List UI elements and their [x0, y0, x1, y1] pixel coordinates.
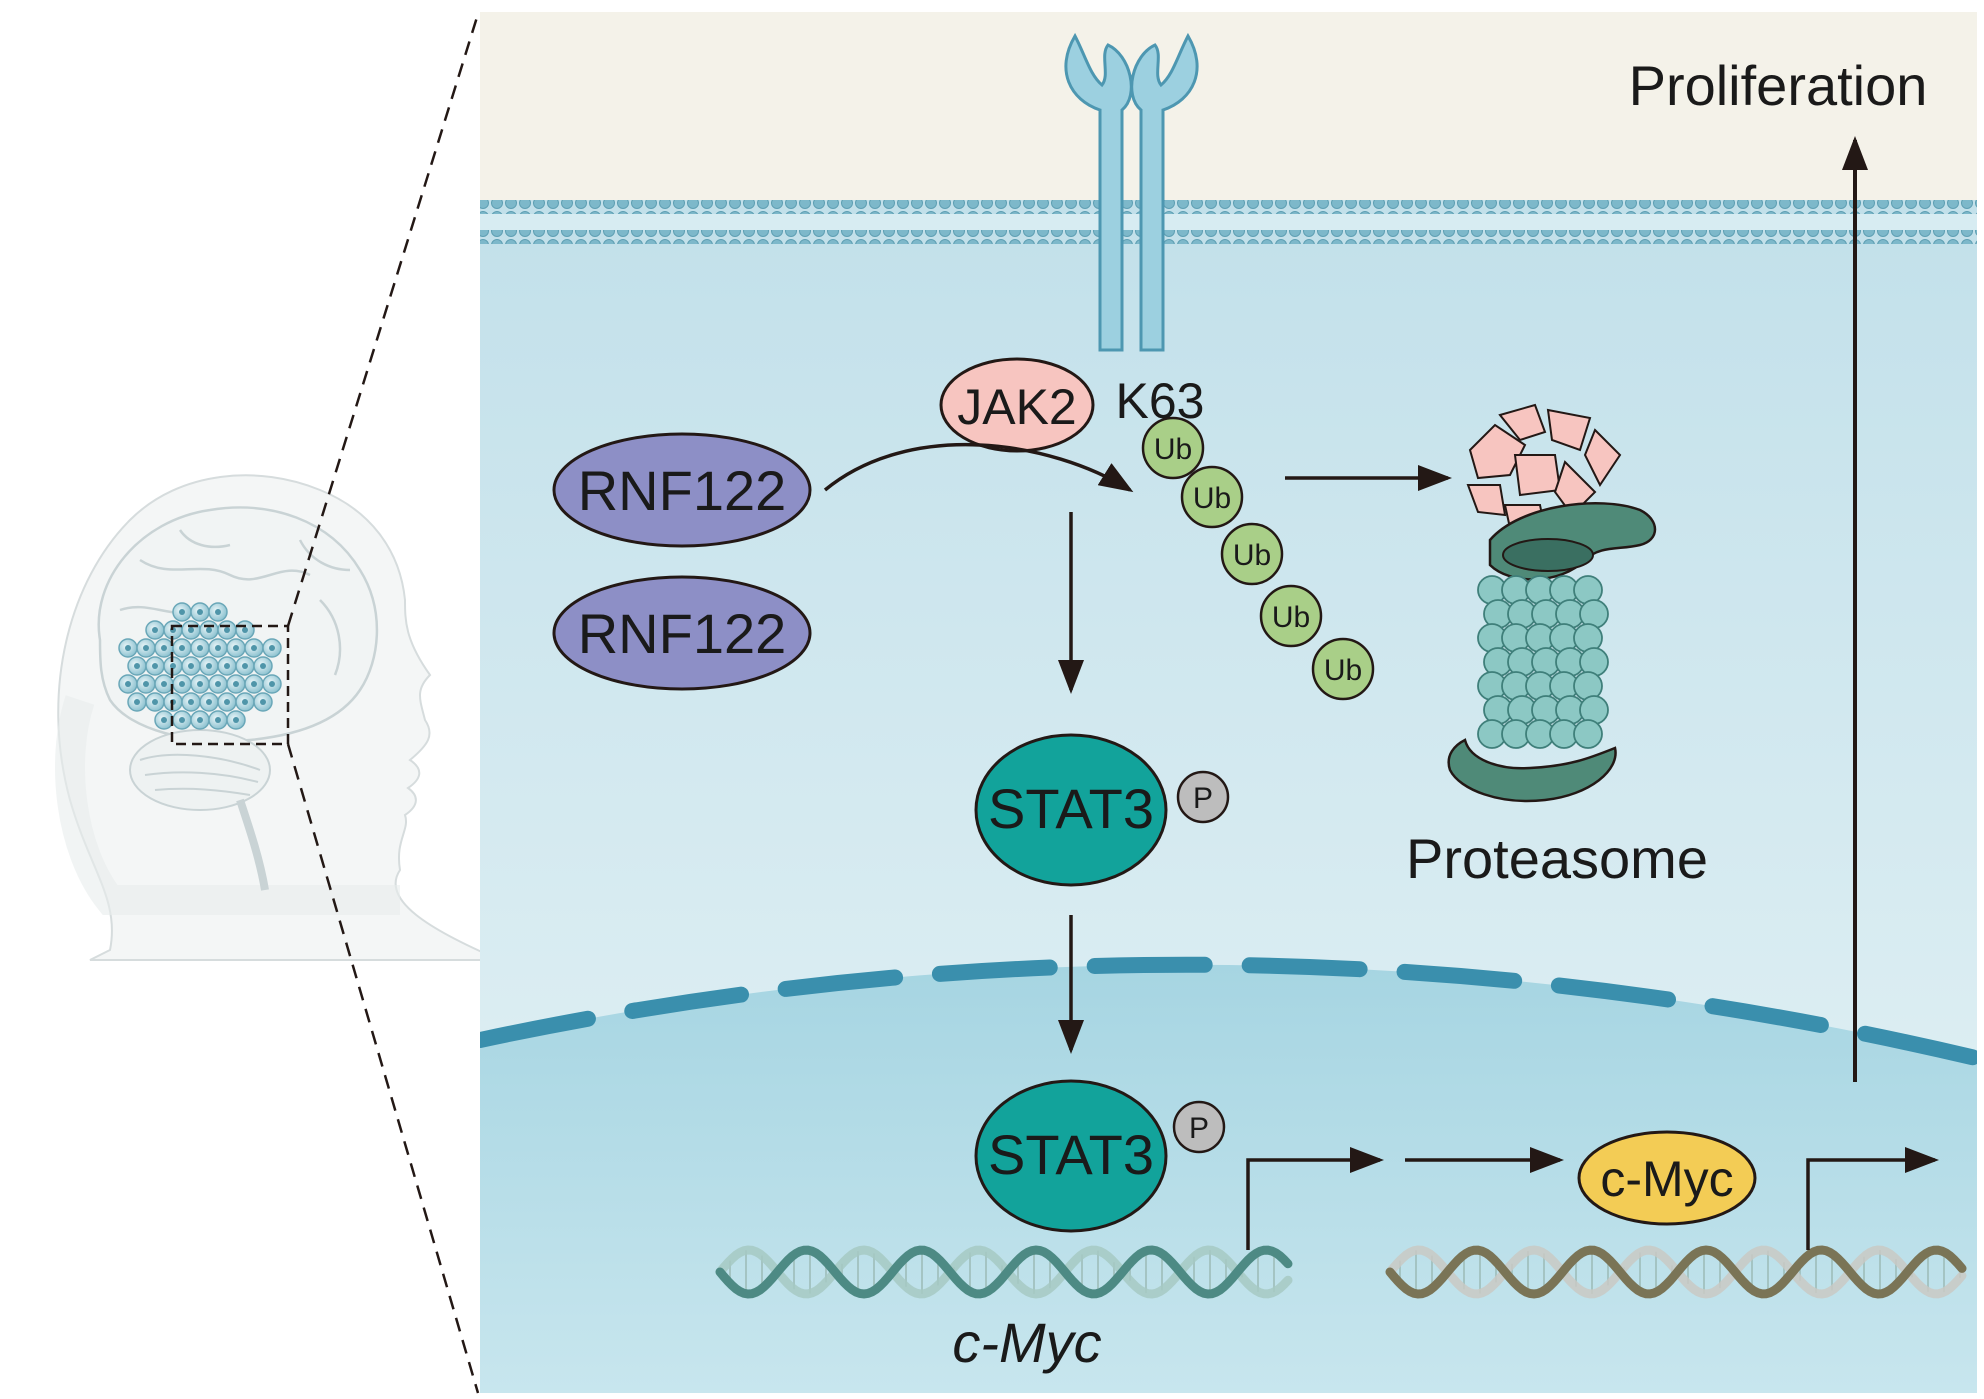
extracellular-space	[480, 12, 1977, 200]
zoom-region-box	[170, 624, 290, 746]
ubiquitin-label-2: Ub	[1193, 482, 1231, 515]
proteasome-label: Proteasome	[1406, 827, 1708, 890]
cmyc-protein-label: c-Myc	[1600, 1151, 1733, 1207]
phospho-badge-2	[1172, 1100, 1226, 1154]
stat3-cytoplasmic-node	[974, 733, 1168, 887]
zoom-line-top	[286, 13, 480, 627]
ubiquitin-chain: Ub Ub Ub Ub Ub	[1141, 416, 1375, 701]
ubiquitination-arrow	[823, 442, 1134, 493]
ubiquitin-label-5: Ub	[1324, 654, 1362, 687]
dna-helix-icon	[715, 1245, 1293, 1299]
jak2-node	[939, 357, 1095, 453]
ubiquitin-4	[1259, 584, 1323, 648]
rnf122-label-1: RNF122	[578, 459, 787, 522]
cmyc-protein-node	[1577, 1130, 1757, 1226]
rnf122-label-2: RNF122	[578, 602, 787, 665]
cell-panel	[480, 12, 1977, 1393]
transcription-arrow-1	[1246, 1147, 1384, 1250]
cmyc-gene-label: c-Myc	[952, 1311, 1101, 1374]
stat3-nuclear-label: STAT3	[988, 1123, 1154, 1186]
cell-membrane	[480, 200, 1977, 244]
ubiquitin-label-4: Ub	[1272, 601, 1310, 634]
rnf122-node-1	[552, 432, 812, 548]
cytokine-receptor	[1064, 32, 1199, 352]
ubiquitin-5	[1311, 637, 1375, 701]
ubiquitin-1	[1141, 416, 1205, 480]
ubiquitin-label-3: Ub	[1233, 539, 1271, 572]
proteasome-icon	[1447, 403, 1657, 803]
stat3-nuclear-node	[974, 1079, 1168, 1233]
ubiquitin-label-1: Ub	[1154, 433, 1192, 466]
rnf122-node-2	[552, 575, 812, 691]
cerebellum-icon	[129, 729, 271, 891]
dna-helix-icon-2	[1385, 1245, 1967, 1299]
phospho-badge-1	[1176, 770, 1230, 824]
ubiquitin-2	[1180, 465, 1244, 529]
phospho-label-2: P	[1189, 1112, 1209, 1145]
nucleus	[480, 964, 1977, 1393]
ubiquitin-3	[1220, 522, 1284, 586]
phospho-label-1: P	[1193, 782, 1213, 815]
zoom-line-bottom	[286, 743, 480, 1394]
proliferation-label: Proliferation	[1629, 54, 1928, 117]
transcription-arrow-2	[1806, 1147, 1939, 1250]
nuclear-envelope	[480, 956, 1977, 1067]
stat3-cytoplasmic-label: STAT3	[988, 777, 1154, 840]
jak2-label: JAK2	[957, 379, 1077, 435]
